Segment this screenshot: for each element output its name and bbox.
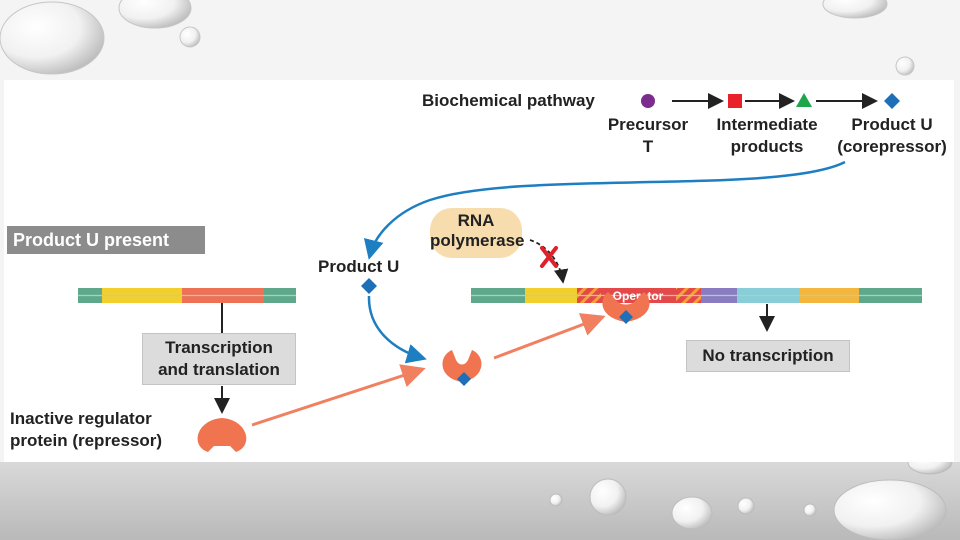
inactive-repressor-icon [197, 418, 247, 452]
blocked-x-icon [540, 246, 558, 268]
precursor-circle-icon [641, 94, 655, 108]
precursor-label-line2: T [642, 137, 654, 156]
corepressor-bound-diamond-icon [457, 372, 471, 386]
gene-left [78, 288, 296, 303]
product-u-diamond-icon [361, 278, 377, 294]
rna-polymerase-line2: polymerase [430, 231, 525, 250]
no-transcription-box: No transcription [686, 340, 850, 372]
complex-to-operator-arrow [493, 313, 606, 360]
intermediate-label: Intermediate products [702, 114, 832, 158]
transcription-box-line2: and translation [158, 360, 280, 379]
product-diamond-icon [884, 93, 900, 109]
repressor-label-line2: protein (repressor) [10, 431, 163, 450]
state-badge: Product U present [7, 226, 205, 254]
intermediate-label-line2: products [730, 137, 804, 156]
transcription-translation-box: Transcription and translation [142, 333, 296, 385]
product-to-repressor-curve [367, 295, 427, 364]
repressor-to-complex-arrow [251, 364, 426, 427]
rna-polymerase: RNA polymerase [430, 208, 525, 258]
intermediate-triangle-icon [796, 93, 812, 107]
bound-repressor-icon [602, 292, 650, 322]
product-label-line2: (corepressor) [837, 137, 947, 156]
transcription-box-line1: Transcription [165, 338, 273, 357]
intermediate-label-line1: Intermediate [716, 115, 818, 134]
polymerase-blocked-arrow [529, 239, 569, 284]
precursor-label: Precursor T [598, 114, 698, 158]
rna-polymerase-line1: RNA [457, 211, 495, 230]
pathway-title: Biochemical pathway [422, 91, 595, 110]
precursor-label-line1: Precursor [607, 115, 689, 134]
diagram-panel [4, 80, 954, 462]
feedback-curve-arrow [363, 160, 846, 260]
repressor-label: Inactive regulator protein (repressor) [10, 408, 162, 452]
repressor-label-line1: Inactive regulator [10, 409, 152, 428]
intermediate-square-icon [728, 94, 742, 108]
gene-right [471, 288, 922, 303]
bound-corepressor-diamond-icon [619, 310, 633, 324]
product-label: Product U (corepressor) [828, 114, 956, 158]
product-label-line1: Product U [851, 115, 933, 134]
active-repressor-icon [442, 350, 482, 382]
operator-label: Operator [613, 289, 664, 303]
product-u-label: Product U [318, 257, 400, 276]
